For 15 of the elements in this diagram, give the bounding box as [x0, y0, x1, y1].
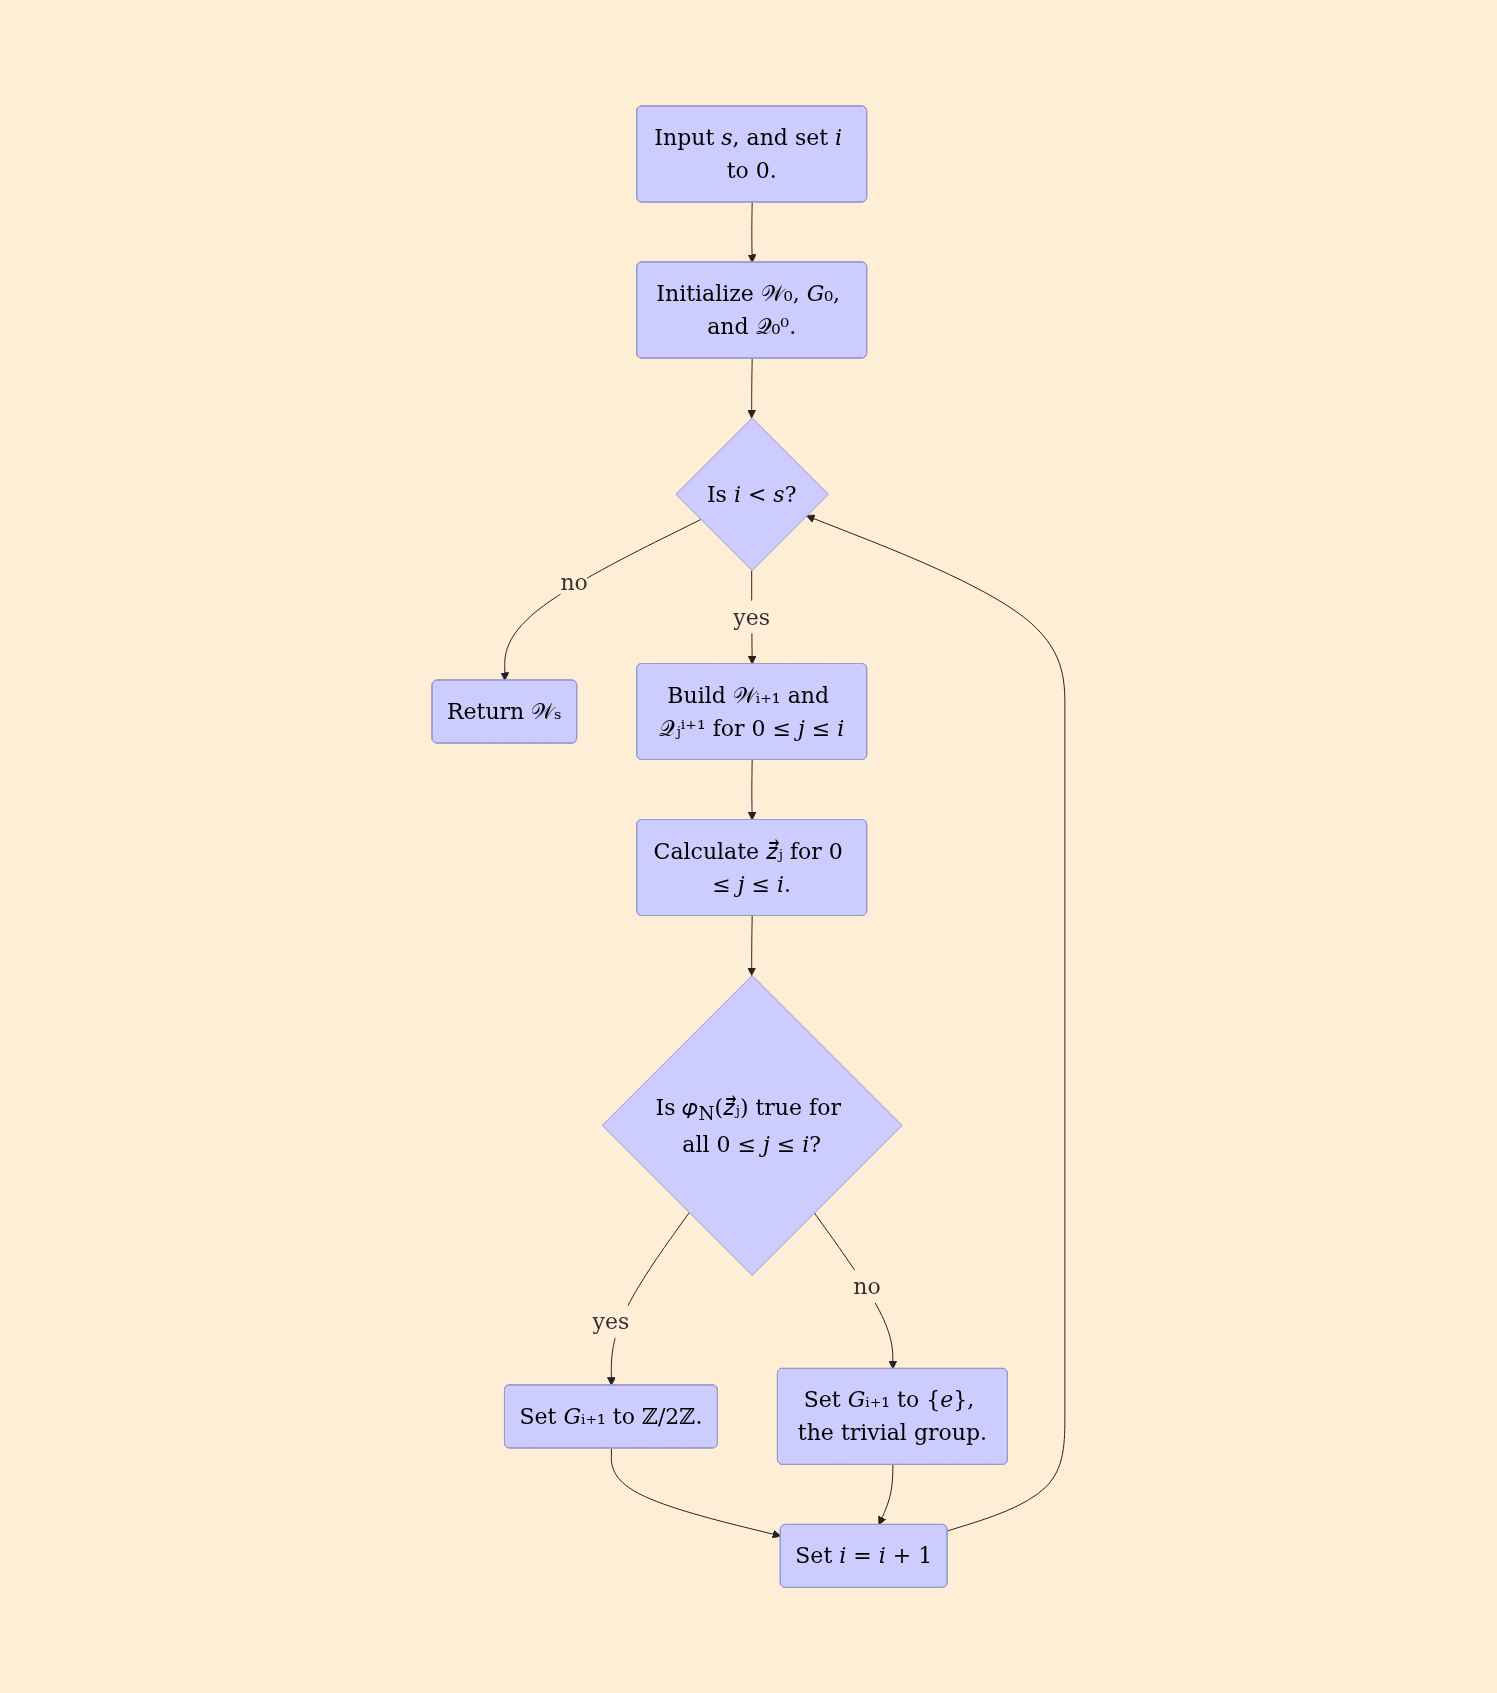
arrow [878, 1464, 894, 1526]
node-diamond: Is 𝑖 < 𝑠? [675, 417, 829, 571]
edge-label: yes [592, 1309, 630, 1335]
edge-label: no [853, 1273, 881, 1299]
arrow [747, 759, 757, 821]
arrow [747, 201, 757, 263]
arrow [500, 518, 702, 681]
edge-label: no [560, 569, 588, 595]
arrow [610, 1447, 782, 1539]
node-diamond: Is 𝜑$_{N}$(𝑧⃗ⱼ) true for all 0 ≤ 𝑗 ≤ 𝑖? [601, 974, 903, 1276]
arrow [747, 915, 757, 976]
arrow [747, 357, 757, 419]
arrow [813, 1212, 898, 1370]
arrow [806, 514, 1066, 1532]
edge-label: yes [733, 604, 771, 630]
